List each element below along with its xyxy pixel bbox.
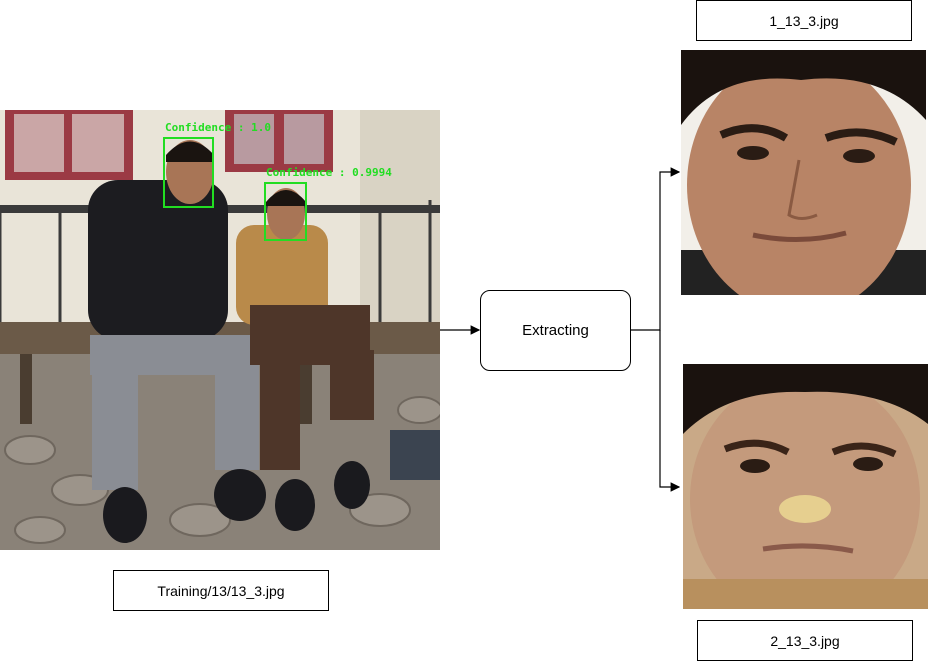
face-crop-1-illustration: [681, 50, 926, 295]
detection-confidence-2: Confidence : 0.9994: [266, 166, 392, 179]
source-image-caption: Training/13/13_3.jpg: [113, 570, 329, 611]
arrow-to-output-1: [631, 167, 681, 331]
extracting-process-node: Extracting: [480, 290, 631, 371]
output-1-face-crop: [681, 50, 926, 295]
source-photo-illustration: [0, 110, 443, 550]
detection-box-2: [264, 182, 307, 241]
detection-box-1: [163, 137, 214, 208]
output-2-filename: 2_13_3.jpg: [697, 620, 913, 661]
arrow-to-output-2: [659, 330, 681, 492]
detection-confidence-1: Confidence : 1.0: [165, 121, 271, 134]
face-crop-2-illustration: [683, 364, 928, 609]
output-2-face-crop: [683, 364, 928, 609]
output-1-filename: 1_13_3.jpg: [696, 0, 912, 41]
source-photo: Confidence : 1.0 Confidence : 0.9994: [0, 110, 443, 550]
